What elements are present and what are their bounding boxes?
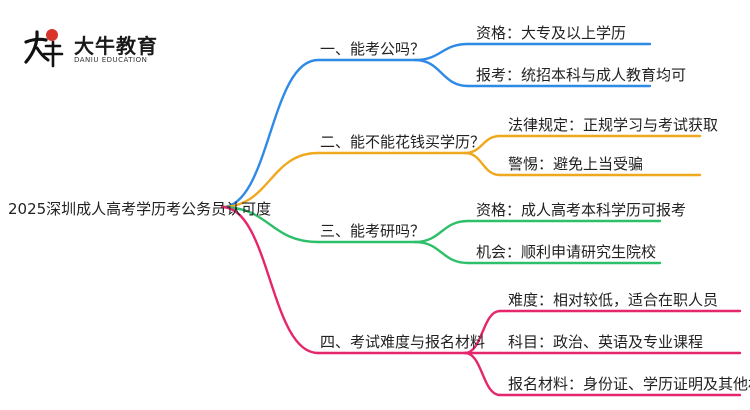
leaf-link (463, 309, 502, 355)
branch-label: 四、考试难度与报名材料 (320, 333, 486, 351)
leaf-label: 法律规定：正规学习与考试获取 (508, 116, 719, 134)
mindmap-root: 2025深圳成人高考学历考公务员认可度 (8, 200, 272, 218)
leaf-label: 资格：成人高考本科学历可报考 (476, 201, 687, 219)
leaf-link (413, 58, 470, 88)
branch-link (220, 205, 320, 244)
leaf-link (463, 151, 502, 177)
brand-name: 大牛教育 (74, 34, 158, 58)
leaf-label: 报名材料：身份证、学历证明及其他材料 (508, 375, 750, 393)
brand-logo: 大牛教育 DANIU EDUCATION (16, 22, 176, 72)
branch-label: 三、能考研吗？ (320, 222, 426, 240)
branch-link (220, 58, 320, 209)
leaf-label: 难度：相对较低，适合在职人员 (508, 291, 719, 309)
leaf-label: 报考：统招本科与成人教育均可 (476, 66, 687, 84)
branch-link (220, 205, 320, 355)
leaf-label: 科目：政治、英语及专业课程 (508, 333, 704, 351)
brand-name-en: DANIU EDUCATION (74, 56, 148, 64)
leaf-link (413, 240, 470, 265)
daniu-logo-icon (24, 29, 64, 68)
leaf-label: 机会：顺利申请研究生院校 (476, 243, 657, 261)
leaf-label: 警惕：避免上当受骗 (508, 155, 644, 173)
branch-label: 一、能考公吗？ (320, 40, 426, 58)
branch-link (220, 151, 320, 209)
leaf-label: 资格：大专及以上学历 (476, 24, 627, 42)
leaf-link (463, 351, 502, 397)
branch-label: 二、能不能花钱买学历？ (320, 133, 486, 151)
